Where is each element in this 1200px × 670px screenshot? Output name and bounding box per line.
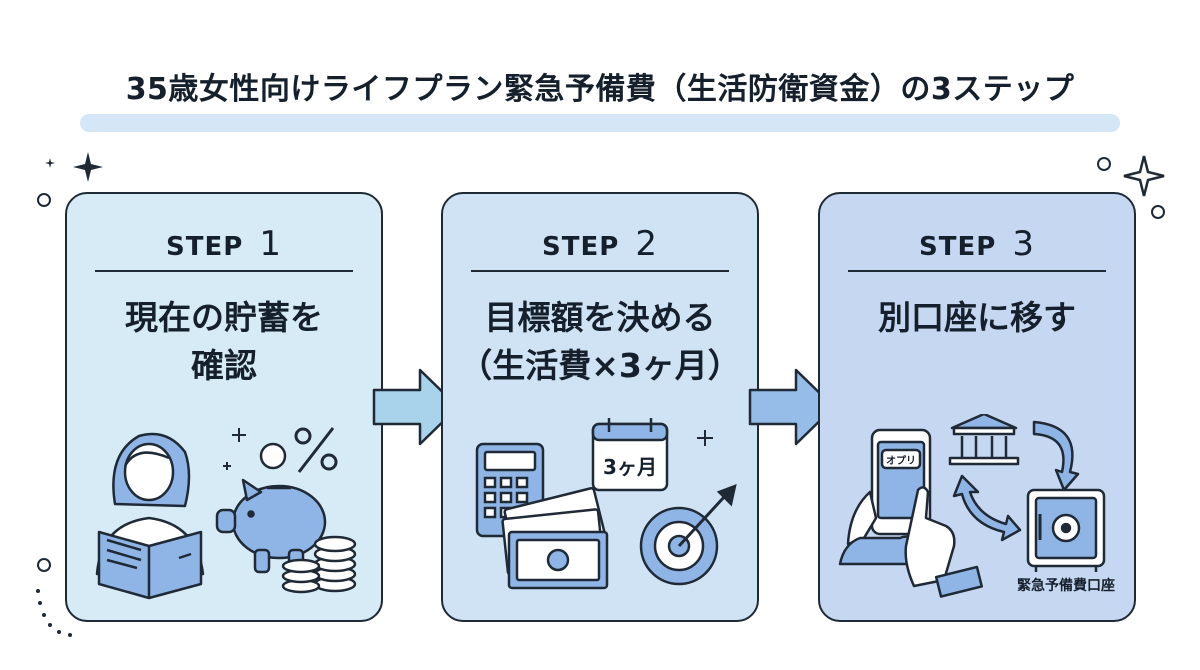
step-3-divider	[848, 270, 1106, 272]
safe-caption: 緊急予備費口座	[1017, 577, 1115, 594]
step-1-heading: 現在の貯蓄を 確認	[125, 298, 323, 385]
chevron-arrow-icon	[372, 368, 460, 446]
hand-icon	[838, 486, 984, 598]
title-highlight	[80, 114, 1120, 132]
sparkle-decoration-left	[37, 152, 103, 207]
step-2-card: STEP 2 目標額を決める （生活費×3ヶ月） 3ヶ月	[441, 192, 759, 622]
page-title: 35歳女性向けライフプラン緊急予備費（生活防衛資金）の3ステップ	[125, 72, 1075, 107]
step-3-card: STEP 3 別口座に移す オプリ 消む	[818, 192, 1136, 622]
calendar-icon	[591, 418, 669, 492]
step-1-label: STEP 1	[166, 224, 282, 264]
piggy-bank-icon	[215, 478, 327, 574]
coin-icon	[259, 442, 287, 470]
step-2-label: STEP 2	[542, 224, 658, 264]
step-3-illustration: オプリ 消む	[838, 414, 1115, 598]
step-2-divider	[471, 270, 729, 272]
chevron-arrow-icon	[748, 368, 836, 446]
swap-arrow-icon	[952, 474, 1022, 542]
reading-person-icon	[95, 432, 205, 600]
step-3-heading: 別口座に移す	[878, 298, 1076, 337]
step-3-label: STEP 3	[919, 224, 1035, 264]
app-button-text: オプリ	[886, 454, 916, 467]
calculator-icon	[475, 442, 545, 538]
banknotes-icon	[501, 487, 609, 590]
sparkle-icon	[223, 428, 246, 470]
step-2-heading: 目標額を決める （生活費×3ヶ月）	[459, 298, 741, 385]
calendar-text: 3ヶ月	[603, 455, 657, 479]
target-icon	[639, 484, 737, 586]
step-2-number: 2	[635, 224, 658, 264]
dotted-decoration	[36, 558, 72, 637]
step-3-number: 3	[1012, 224, 1035, 264]
step-1-card: STEP 1 現在の貯蓄を 確認	[65, 192, 383, 622]
coin-stack-icon	[281, 535, 357, 594]
step-2-illustration: 3ヶ月	[475, 418, 737, 590]
transfer-arrow-icon	[1032, 420, 1080, 492]
sparkle-icon	[697, 430, 713, 446]
step-1-divider	[95, 270, 353, 272]
percent-icon	[294, 427, 338, 473]
sparkle-decoration-right	[1097, 155, 1165, 219]
step-1-number: 1	[259, 224, 282, 264]
safe-icon	[1026, 488, 1106, 572]
bank-icon	[948, 414, 1020, 466]
step-1-illustration	[95, 427, 357, 600]
